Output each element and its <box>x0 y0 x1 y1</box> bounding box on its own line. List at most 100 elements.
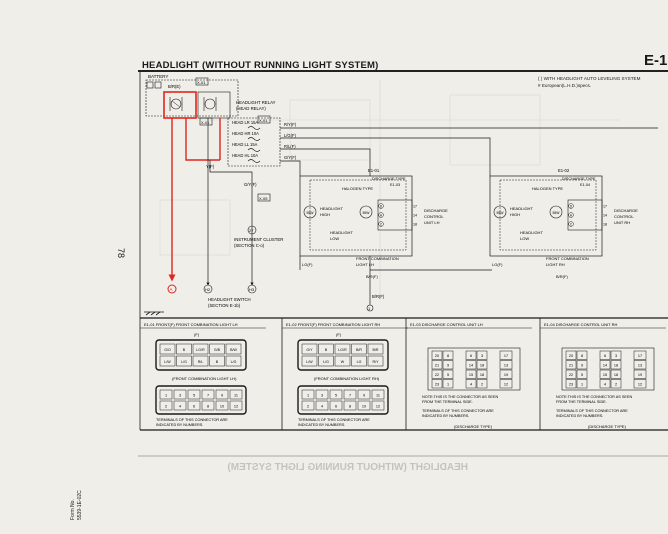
connector-pin-label: B <box>325 348 328 352</box>
control-pin-cell-label: 17 <box>504 354 508 358</box>
terminal-pin-label: 5 <box>335 394 337 398</box>
halogen-type-label: HALOGEN TYPE <box>342 186 373 191</box>
terminal-pin <box>159 389 173 400</box>
terminal-pin-label: 8 <box>207 405 209 409</box>
terminal-pin-label: 11 <box>376 394 380 398</box>
discharge-area <box>309 179 407 251</box>
terminal-pin-label: 10 <box>220 405 224 409</box>
control-pin-cell-label: 15 <box>603 373 607 377</box>
fuse-label: HEAD LR 15A <box>232 120 258 125</box>
lamp-connector: E1-01 <box>368 168 380 173</box>
terminal-pin-label: 8 <box>349 405 351 409</box>
terminal-pin <box>371 400 385 411</box>
connector-pin-label: LG/R <box>338 348 347 352</box>
lamp-connector: E1-02 <box>558 168 570 173</box>
connector-pin <box>351 343 367 355</box>
connector-housing <box>297 339 389 371</box>
terminal-pin-label: 2 <box>165 405 167 409</box>
terminal-pin-label: 3 <box>179 394 181 398</box>
connector-caption: (DISCHARGE TYPE) <box>454 424 493 429</box>
control-pin-letter: C <box>380 222 383 226</box>
connector-pin <box>159 355 176 367</box>
control-label-1: DISCHARGE <box>424 208 448 213</box>
main-fuse-wire: B/R(E) <box>168 84 181 89</box>
connector-pin-label: B <box>216 360 219 364</box>
control-pin-letter: D <box>380 204 383 208</box>
control-pin-letter: C <box>570 222 573 226</box>
wire-br-label: B/R(F) <box>366 274 378 279</box>
connector-note: NOTE:THIS IS THE CONNECTOR AS SEEN <box>556 395 632 399</box>
control-pin-cell <box>465 350 477 360</box>
discharge-type-label: DISCHARGE TYPE <box>562 177 596 181</box>
bulb-watt: 55W <box>307 211 315 215</box>
terminal-pin-label: 6 <box>335 405 337 409</box>
legend-note-1: ( ) WITH HEADLIGHT AUTO LEVELING SYSTEM <box>538 76 641 81</box>
control-pin-cell <box>499 379 513 389</box>
connector-title: E1-01 FRONT(F) FRONT COMBINATION LIGHT L… <box>144 322 238 327</box>
bulb-low-icon <box>359 205 373 219</box>
relay-label-2: (HEAD RELAY) <box>236 106 266 111</box>
connector-x01-a: X-01 <box>197 80 206 85</box>
control-pin-cell-label: 8 <box>581 354 583 358</box>
connector-pin <box>334 355 351 367</box>
control-pin-cell <box>599 360 611 370</box>
ground-h3: H3 <box>249 287 255 292</box>
control-pin-cell-label: 4 <box>604 383 606 387</box>
terminal-pin-label: 4 <box>321 405 323 409</box>
control-pin-cell-label: 18 <box>480 364 484 368</box>
connector-x01-b: X-01 <box>201 120 210 125</box>
connector-pin <box>351 355 367 367</box>
connector-pin-label: B/R <box>373 348 379 352</box>
connector-pin <box>301 343 318 355</box>
connector-note: INDICATED BY NUMBERS. <box>298 423 345 427</box>
control-pin-number: 17 <box>413 204 417 208</box>
control-pin-cell <box>599 350 611 360</box>
terminal-pin <box>173 400 187 411</box>
terminal-pin-label: 10 <box>362 405 366 409</box>
control-pin-number: 18 <box>603 222 607 226</box>
relay-label: HEADLIGHT RELAY <box>236 100 276 105</box>
control-pin-cell <box>633 379 647 389</box>
wire-lg-label: LG(F) <box>492 262 503 267</box>
control-pin-cell <box>633 369 647 379</box>
control-pin-cell <box>476 369 488 379</box>
control-pin-cell <box>599 369 611 379</box>
control-connector-housing <box>427 347 521 391</box>
fuse-wire-label: R/L(F) <box>284 144 296 149</box>
control-pin-cell-label: 22 <box>435 373 439 377</box>
connector-pin <box>334 343 351 355</box>
connector-note: INDICATED BY NUMBERS. <box>422 414 469 418</box>
terminal-pin <box>159 400 173 411</box>
ground-marker-red: A <box>170 287 173 292</box>
fuse-wire-label: L/G(F) <box>284 133 296 138</box>
highlighted-relay <box>163 91 197 119</box>
connector-note: FROM THE TERMINAL SIDE. <box>422 400 473 404</box>
connector-note: TERMINALS OF THIS CONNECTOR ARE <box>556 409 628 413</box>
control-pin-cell-label: 20 <box>435 354 439 358</box>
connector-pin <box>318 343 334 355</box>
ground-symbol-top-left <box>144 311 164 316</box>
connector-pin <box>301 355 318 367</box>
control-unit <box>377 199 413 231</box>
connector-caption: (FRONT COMBINATION LIGHT RH) <box>314 376 380 381</box>
control-pin-cell-label: 18 <box>480 373 484 377</box>
terminal-pin <box>201 389 215 400</box>
terminal-pin-label: 1 <box>307 394 309 398</box>
control-pin-cell-label: 9 <box>447 364 449 368</box>
fuse-symbol <box>247 126 261 130</box>
high-label-2: HIGH <box>320 212 330 217</box>
connector-pin <box>225 343 242 355</box>
connector-pin <box>192 355 209 367</box>
terminal-pin <box>215 400 229 411</box>
control-pin-cell <box>599 379 611 389</box>
control-pin-letter: D <box>570 204 573 208</box>
connector-pin-label: L/G <box>323 360 329 364</box>
control-pin-cell-label: 2 <box>615 383 617 387</box>
connector-pin <box>367 343 384 355</box>
connector-pin-label: L/G <box>231 360 237 364</box>
discharge-area <box>499 179 597 251</box>
connector-housing-terminal <box>297 385 389 415</box>
control-pin-cell <box>431 360 443 370</box>
control-connector: E1-04 <box>580 183 590 187</box>
